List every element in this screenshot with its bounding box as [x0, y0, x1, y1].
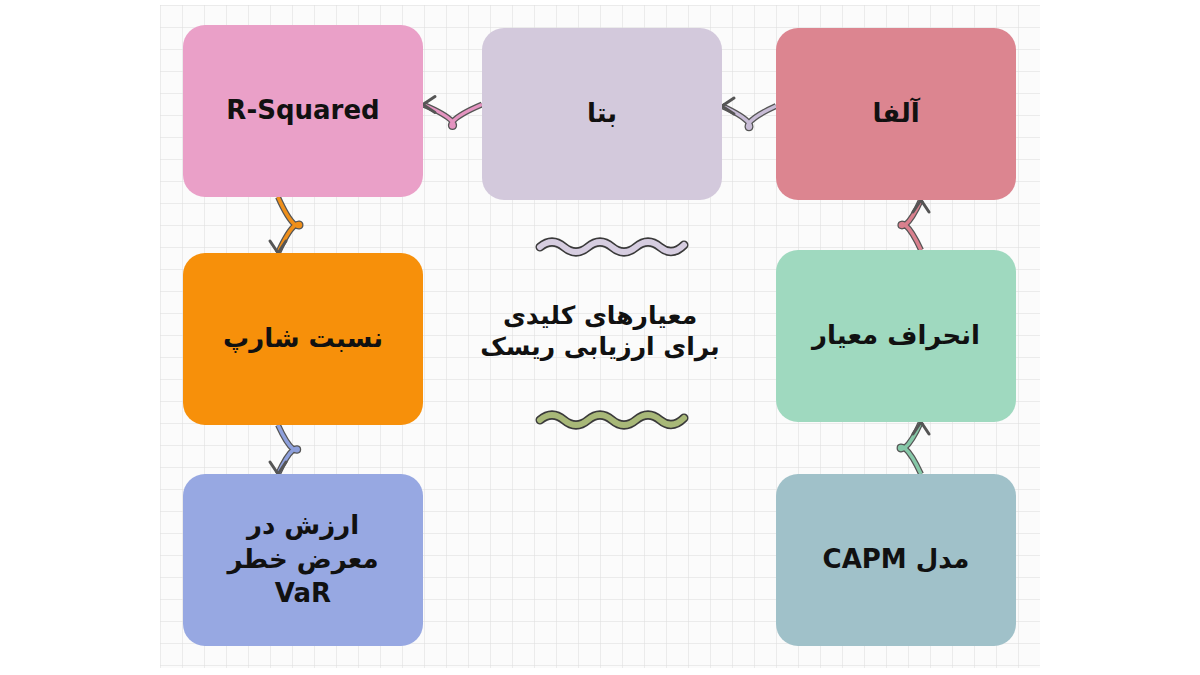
arrow-outline [900, 422, 921, 474]
metric-box: ارزش در معرض خطر VaR [183, 474, 423, 646]
metric-box: انحراف معیار [776, 250, 1016, 422]
wave-outline [540, 242, 684, 252]
curly-arrow [900, 422, 929, 474]
box-label: انحراف معیار [800, 311, 992, 361]
curly-arrow [900, 200, 929, 250]
box-label: مدل CAPM [811, 535, 982, 585]
paper [160, 5, 1040, 668]
wave-outline [540, 415, 684, 425]
box-label: نسبت شارپ [211, 314, 395, 364]
arrow-head [913, 422, 929, 434]
wave-decoration [540, 242, 684, 252]
metric-box: نسبت شارپ [183, 253, 423, 425]
arrow-head [913, 200, 929, 212]
box-label: ارزش در معرض خطر VaR [213, 501, 393, 618]
curly-arrow [270, 197, 301, 253]
box-label: آلفا [860, 89, 931, 139]
center-title: معیارهای کلیدی برای ارزیابی ریسک [475, 300, 725, 363]
wave-decoration [540, 415, 684, 425]
arrow-line [900, 422, 921, 474]
arrow-outline [278, 425, 298, 474]
arrow-head [270, 462, 286, 474]
arrow-outline [278, 197, 301, 253]
arrow-line [278, 425, 298, 474]
arrow-head [423, 97, 435, 113]
metric-box: R-Squared [183, 25, 423, 197]
curly-arrow [423, 97, 482, 128]
arrow-outline [722, 106, 776, 128]
arrow-outline [423, 105, 482, 128]
arrow-line [900, 200, 921, 250]
arrow-head [270, 241, 286, 253]
curly-arrow [270, 425, 298, 474]
metric-box: بتا [482, 28, 722, 200]
arrow-line [722, 106, 776, 128]
arrow-outline [900, 200, 921, 250]
grid [160, 5, 1040, 668]
box-label: R-Squared [214, 86, 391, 136]
metric-box: آلفا [776, 28, 1016, 200]
arrow-line [423, 105, 482, 128]
arrow-head [722, 98, 734, 114]
box-label: بتا [575, 89, 629, 139]
arrow-line [278, 197, 301, 253]
metric-box: مدل CAPM [776, 474, 1016, 646]
curly-arrow [722, 98, 776, 128]
